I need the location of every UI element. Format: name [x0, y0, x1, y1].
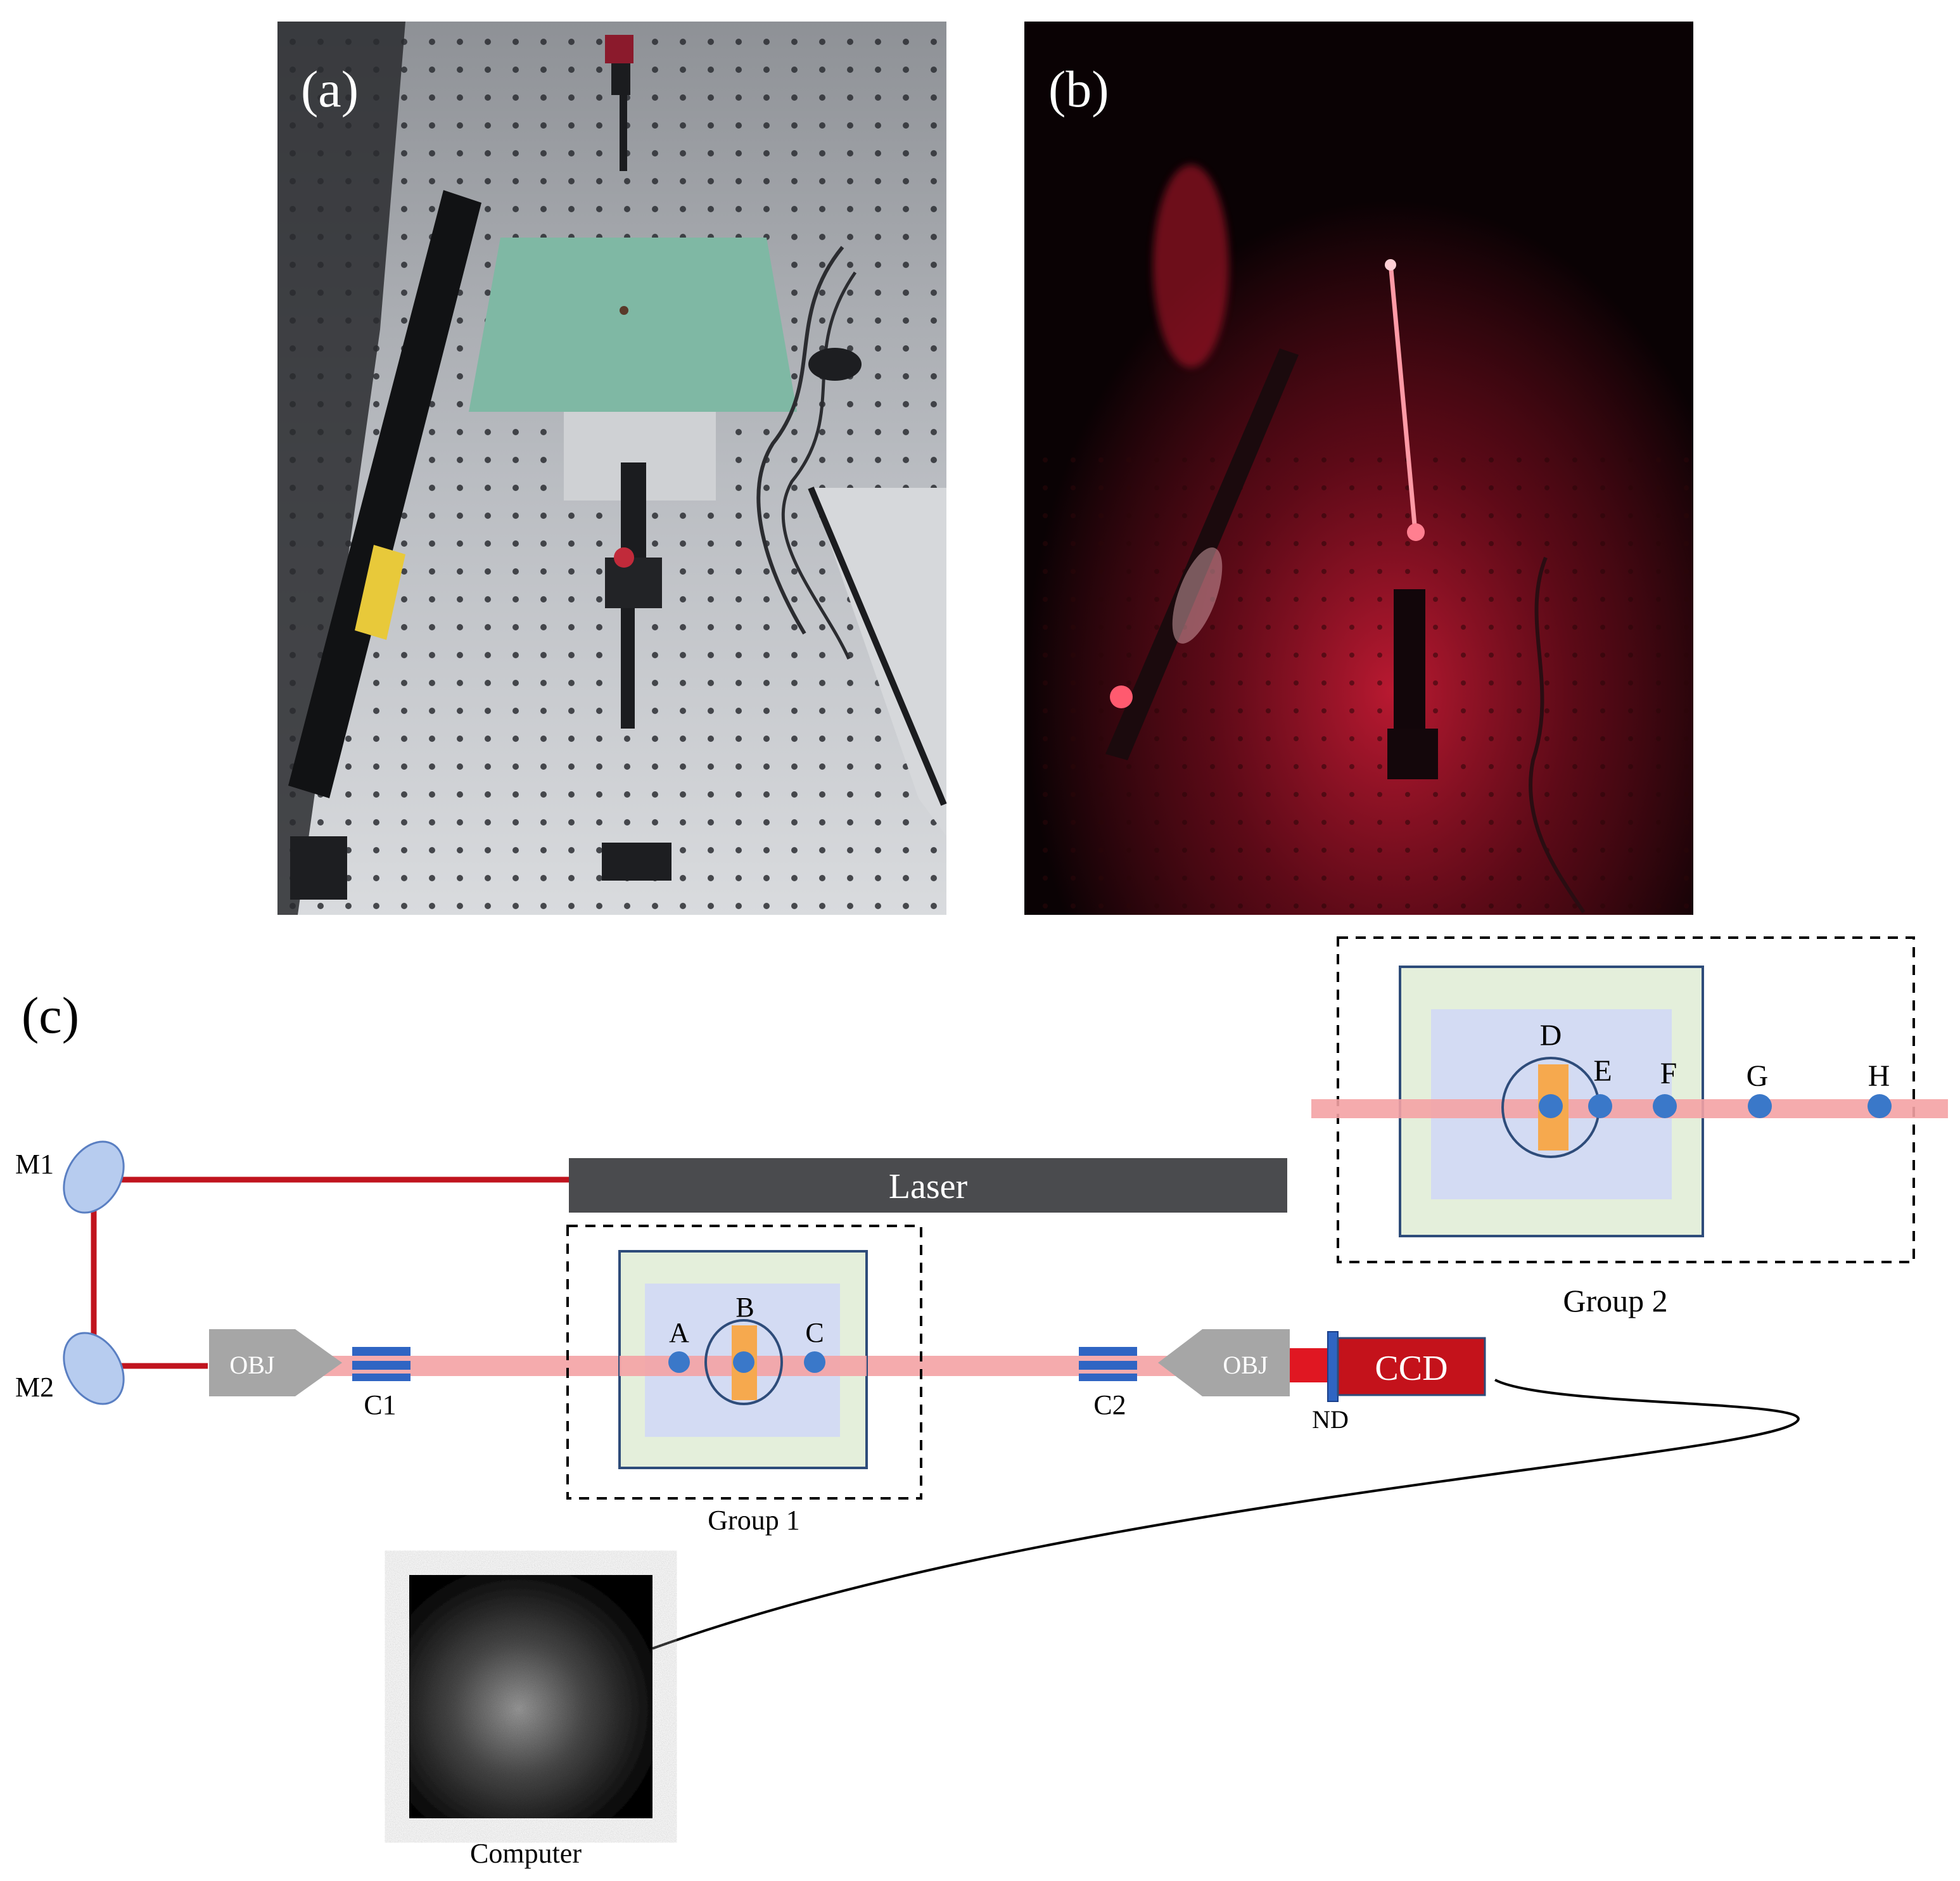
ccd-camera	[1337, 1337, 1486, 1396]
objective-1	[209, 1329, 342, 1396]
sample-ring-group-1	[704, 1319, 783, 1405]
point-label-e: E	[1593, 1054, 1612, 1088]
point-b	[733, 1351, 754, 1373]
beam-path-primary	[91, 1176, 569, 1369]
data-cable	[652, 1379, 1800, 1650]
panel-label-b: (b)	[1048, 60, 1109, 118]
photo-panel-b	[1024, 22, 1693, 915]
group-1-label: Group 1	[708, 1505, 799, 1536]
computer-speckle-image	[409, 1575, 652, 1818]
mirror-m1	[63, 1140, 125, 1214]
nd-filter-label: ND	[1312, 1405, 1349, 1434]
point-h	[1868, 1094, 1892, 1118]
point-c	[804, 1351, 825, 1373]
point-label-g: G	[1747, 1059, 1769, 1093]
group-2-frame	[1311, 936, 1948, 1263]
mirror-m1-label: M1	[15, 1149, 54, 1180]
objective-1-label: OBJ	[229, 1351, 274, 1379]
beam-to-ccd	[1290, 1348, 1328, 1382]
group-2-label: Group 2	[1563, 1283, 1667, 1318]
cuvette-c1-label: C1	[364, 1389, 396, 1420]
mirror-m2-label: M2	[15, 1372, 54, 1403]
computer-label: Computer	[470, 1838, 582, 1869]
point-label-h: H	[1868, 1059, 1890, 1093]
cuvette-c2-label: C2	[1093, 1389, 1126, 1420]
ccd-label: CCD	[1375, 1349, 1448, 1388]
panel-label-c: (c)	[22, 986, 79, 1044]
point-e	[1588, 1094, 1612, 1118]
point-label-a: A	[669, 1317, 689, 1348]
group-1-frame	[566, 1225, 922, 1500]
point-label-b: B	[735, 1292, 754, 1323]
laser-body	[569, 1158, 1287, 1213]
nd-filter	[1327, 1331, 1339, 1402]
objective-2-label: OBJ	[1223, 1351, 1268, 1379]
objective-2	[1158, 1329, 1290, 1396]
point-a	[668, 1351, 690, 1373]
point-g	[1748, 1094, 1772, 1118]
cuvette-c2	[1079, 1347, 1137, 1381]
photo-panel-a	[277, 22, 947, 915]
point-label-d: D	[1540, 1019, 1562, 1052]
mirror-m2	[63, 1332, 125, 1405]
laser-label: Laser	[889, 1167, 968, 1206]
point-label-f: F	[1660, 1057, 1677, 1090]
point-f	[1653, 1094, 1677, 1118]
point-label-c: C	[805, 1317, 824, 1348]
cuvette-c1	[352, 1347, 410, 1381]
panel-label-a: (a)	[301, 60, 359, 118]
point-d	[1539, 1094, 1563, 1118]
